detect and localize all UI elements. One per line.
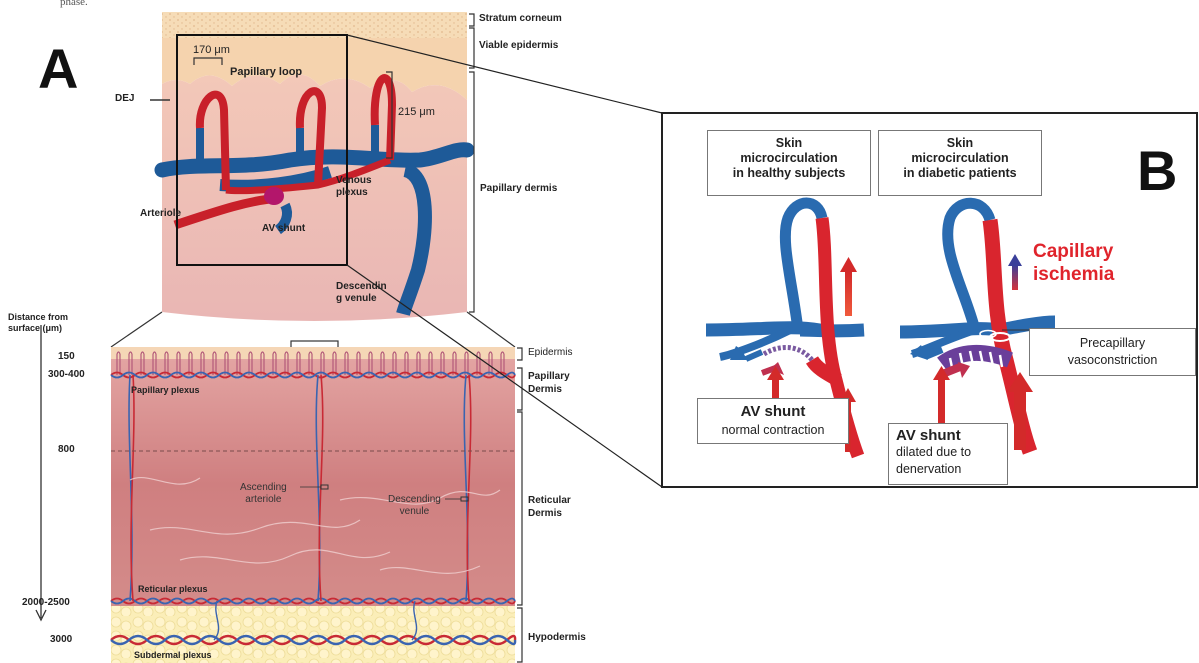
descending-venule-b-line2: venule (388, 506, 441, 518)
top-fragment-text: phase. (60, 0, 88, 8)
diabetic-title-box: Skin microcirculation in diabetic patien… (878, 130, 1042, 196)
capillary-ischemia-line1: Capillary (1033, 240, 1114, 263)
layer-stratum-corneum: Stratum corneum (479, 13, 562, 24)
descending-venule-line2: g venule (336, 293, 387, 305)
ascending-arteriole-line2: arteriole (240, 494, 287, 506)
descending-venule-label-b: Descending venule (388, 494, 441, 518)
width-measure: 170 μm (193, 44, 230, 56)
healthy-title-line3: in healthy subjects (708, 166, 870, 181)
venous-plexus-line1: Venous (336, 175, 372, 187)
layer-epidermis: Epidermis (528, 347, 572, 358)
reticular-plexus-label: Reticular plexus (138, 584, 208, 594)
layer-papillary-dermis-b: Papillary Dermis (528, 370, 570, 396)
av-shunt-label-a: AV shunt (262, 223, 305, 234)
diabetic-title-line1: Skin (879, 136, 1041, 151)
venous-plexus-label: Venous plexus (336, 175, 372, 199)
venous-plexus-line2: plexus (336, 187, 372, 199)
ascending-arteriole-label: Ascending arteriole (240, 482, 287, 506)
depth-300-400: 300-400 (48, 369, 85, 380)
layer-viable-epidermis: Viable epidermis (479, 40, 558, 51)
ascending-arteriole-line1: Ascending (240, 482, 287, 494)
papillary-plexus-label: Papillary plexus (131, 385, 200, 395)
panel-a-top-illustration (150, 12, 474, 321)
av-dilated-box: AV shunt dilated due to denervation (888, 423, 1008, 485)
precapillary-line2: vasoconstriction (1030, 352, 1195, 369)
papillary-dermis-line1: Papillary dermis (480, 183, 557, 194)
av-normal-title: AV shunt (698, 403, 848, 421)
av-normal-sub: normal contraction (698, 421, 848, 439)
av-dilated-title: AV shunt (896, 427, 1007, 444)
healthy-title-box: Skin microcirculation in healthy subject… (707, 130, 871, 196)
reticular-dermis-line2: Dermis (528, 507, 571, 520)
layer-papillary-dermis-label: Papillary dermis (480, 182, 557, 195)
depth-150: 150 (58, 351, 75, 362)
depth-measure: 215 μm (398, 106, 435, 118)
precapillary-box: Precapillary vasoconstriction (1029, 328, 1196, 376)
subdermal-plexus-label: Subdermal plexus (134, 650, 212, 660)
panel-a-letter: A (38, 36, 78, 101)
descending-venule-b-line1: Descending (388, 494, 441, 506)
healthy-title-line2: microcirculation (708, 151, 870, 166)
axis-label: Distance from surface (μm) (8, 312, 68, 334)
av-dilated-sub1: dilated due to (896, 444, 1007, 461)
axis-label-line2: surface (μm) (8, 323, 68, 334)
depth-800: 800 (58, 444, 75, 455)
capillary-ischemia-label: Capillary ischemia (1033, 240, 1114, 286)
papillary-loop-label: Papillary loop (230, 66, 302, 78)
diabetic-title-line3: in diabetic patients (879, 166, 1041, 181)
axis-label-line1: Distance from (8, 312, 68, 323)
dej-label: DEJ (115, 93, 134, 104)
av-dilated-sub2: denervation (896, 461, 1007, 478)
reticular-dermis-line1: Reticular (528, 494, 571, 507)
layer-hypodermis: Hypodermis (528, 632, 586, 643)
healthy-title-line1: Skin (708, 136, 870, 151)
depth-2000-2500: 2000-2500 (22, 597, 70, 608)
av-normal-box: AV shunt normal contraction (697, 398, 849, 444)
diabetic-title-line2: microcirculation (879, 151, 1041, 166)
panel-b-letter: B (1137, 138, 1177, 203)
descending-venule-label-a: Descendin g venule (336, 281, 387, 305)
arteriole-label: Arteriole (140, 208, 181, 219)
papillary-dermis-b-line1: Papillary (528, 370, 570, 383)
capillary-ischemia-line2: ischemia (1033, 263, 1114, 286)
layer-reticular-dermis: Reticular Dermis (528, 494, 571, 520)
descending-venule-line1: Descendin (336, 281, 387, 293)
precapillary-line1: Precapillary (1030, 335, 1195, 352)
papillary-dermis-b-line2: Dermis (528, 383, 570, 396)
depth-3000: 3000 (50, 634, 72, 645)
